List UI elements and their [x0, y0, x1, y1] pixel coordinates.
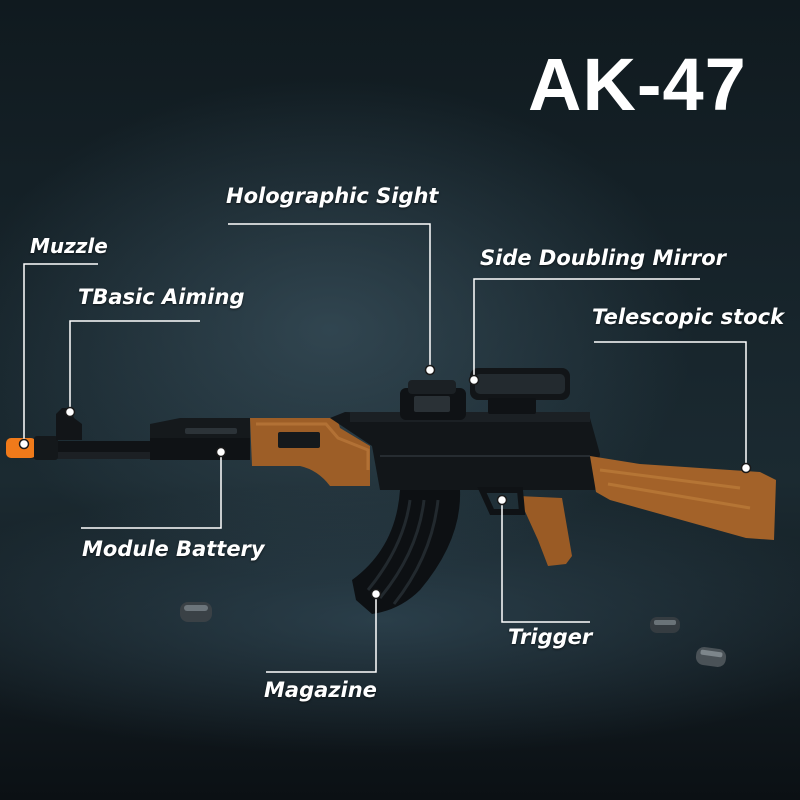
module-battery-leader — [81, 452, 222, 529]
trigger-guard — [477, 487, 526, 515]
side-doubling-mirror-leader — [473, 278, 700, 380]
side-doubling-mirror — [470, 368, 570, 414]
module-battery-label: Module Battery — [82, 537, 265, 561]
pistol-grip — [518, 496, 572, 566]
holographic-sight-dot — [424, 364, 436, 376]
trigger-label: Trigger — [508, 625, 593, 649]
receiver — [330, 412, 600, 490]
telescopic-stock-leader — [594, 341, 747, 468]
basic-aiming-dot — [64, 406, 76, 418]
muzzle-leader — [23, 263, 98, 444]
magazine-label: Magazine — [264, 678, 377, 702]
trigger-dot — [496, 494, 508, 506]
magazine-leader — [266, 594, 377, 673]
holographic-sight-label: Holographic Sight — [226, 184, 439, 208]
shell-casing — [695, 647, 727, 667]
magazine-dot — [370, 588, 382, 600]
holographic-sight — [400, 380, 466, 420]
basic-aiming-label: TBasic Aiming — [78, 285, 245, 309]
module-battery-dot — [215, 446, 227, 458]
telescopic-stock-label: Telescopic stock — [592, 305, 785, 329]
shell-casing — [180, 602, 212, 622]
product-title: AK-47 — [528, 43, 747, 126]
trigger-leader — [501, 500, 590, 623]
telescopic-stock-dot — [740, 462, 752, 474]
side-doubling-mirror-dot — [468, 374, 480, 386]
barrel — [30, 441, 160, 453]
holographic-sight-leader — [228, 223, 431, 370]
basic-aiming-leader — [69, 320, 200, 412]
muzzle-dot — [18, 438, 30, 450]
shell-casing — [650, 617, 680, 633]
muzzle-label: Muzzle — [30, 234, 108, 258]
front-sight — [56, 408, 82, 440]
side-doubling-mirror-label: Side Doubling Mirror — [480, 246, 727, 270]
